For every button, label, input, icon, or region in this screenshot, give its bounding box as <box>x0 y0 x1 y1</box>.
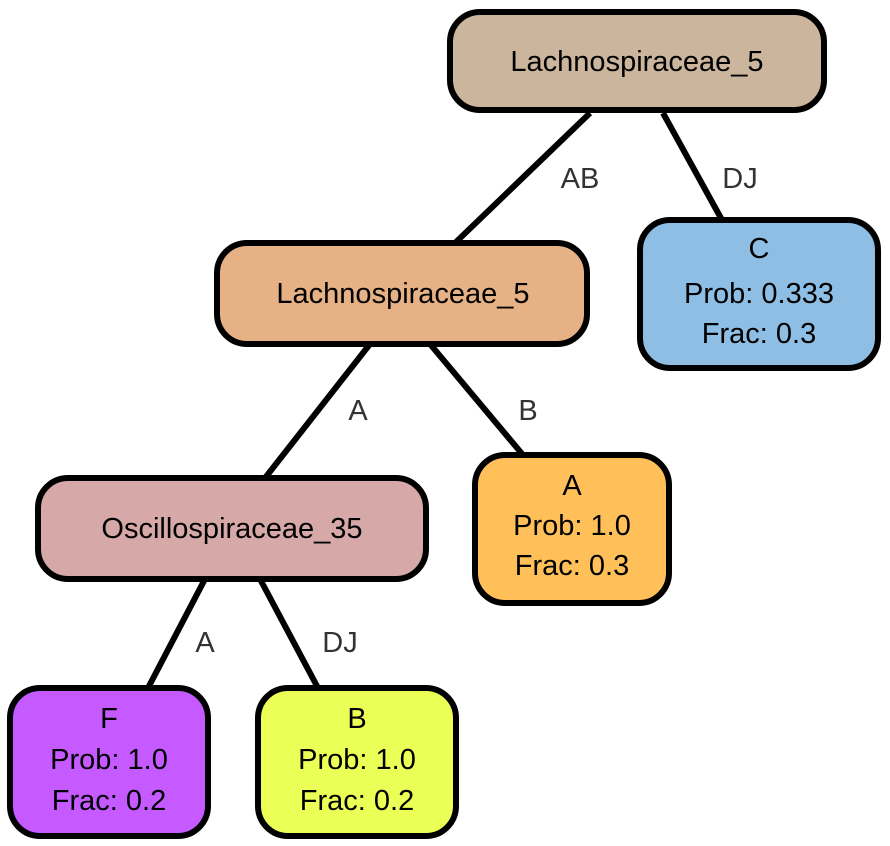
edge-label-mid-osc: A <box>348 395 368 427</box>
edge-root-mid <box>452 110 593 246</box>
leaf-c: C Prob: 0.333 Frac: 0.3 <box>637 217 881 371</box>
leaf-a-prob: Prob: 1.0 <box>513 510 631 542</box>
leaf-c-name: C <box>749 233 770 265</box>
node-mid: Lachnospiraceae_5 <box>214 240 590 347</box>
edge-label-osc-b: DJ <box>322 627 357 659</box>
leaf-a-box <box>472 452 672 606</box>
leaf-c-box <box>637 217 881 371</box>
leaf-c-frac: Frac: 0.3 <box>702 318 816 350</box>
edge-label-osc-f: A <box>195 627 215 659</box>
node-mid-box <box>214 240 590 347</box>
node-root-box <box>447 9 827 113</box>
edge-mid-a <box>427 342 526 457</box>
leaf-f-box <box>7 685 211 839</box>
leaf-a: A Prob: 1.0 Frac: 0.3 <box>472 452 672 606</box>
leaf-b-frac: Frac: 0.2 <box>300 785 414 817</box>
node-osc-label: Oscillospiraceae_35 <box>101 513 362 545</box>
leaf-a-frac: Frac: 0.3 <box>515 550 629 582</box>
edge-label-root-mid: AB <box>561 163 600 195</box>
leaf-b: B Prob: 1.0 Frac: 0.2 <box>255 685 459 839</box>
leaf-c-prob: Prob: 0.333 <box>684 278 834 310</box>
leaf-b-prob: Prob: 1.0 <box>298 744 416 776</box>
leaf-b-box <box>255 685 459 839</box>
edge-label-root-c: DJ <box>722 163 757 195</box>
edge-root-c <box>660 111 725 222</box>
leaf-f-name: F <box>100 703 118 735</box>
node-osc: Oscillospiraceae_35 <box>35 475 429 582</box>
leaf-f-prob: Prob: 1.0 <box>50 744 168 776</box>
node-mid-label: Lachnospiraceae_5 <box>276 278 529 310</box>
edge-osc-b <box>257 577 321 690</box>
edge-osc-f <box>145 577 208 690</box>
leaf-b-name: B <box>347 703 366 735</box>
node-osc-box <box>35 475 429 582</box>
leaf-a-name: A <box>562 470 582 502</box>
node-root: Lachnospiraceae_5 <box>447 9 827 113</box>
leaf-f: F Prob: 1.0 Frac: 0.2 <box>7 685 211 839</box>
leaf-f-frac: Frac: 0.2 <box>52 785 166 817</box>
edge-mid-osc <box>262 342 373 480</box>
edge-label-mid-a: B <box>518 395 537 427</box>
node-root-label: Lachnospiraceae_5 <box>510 46 763 78</box>
